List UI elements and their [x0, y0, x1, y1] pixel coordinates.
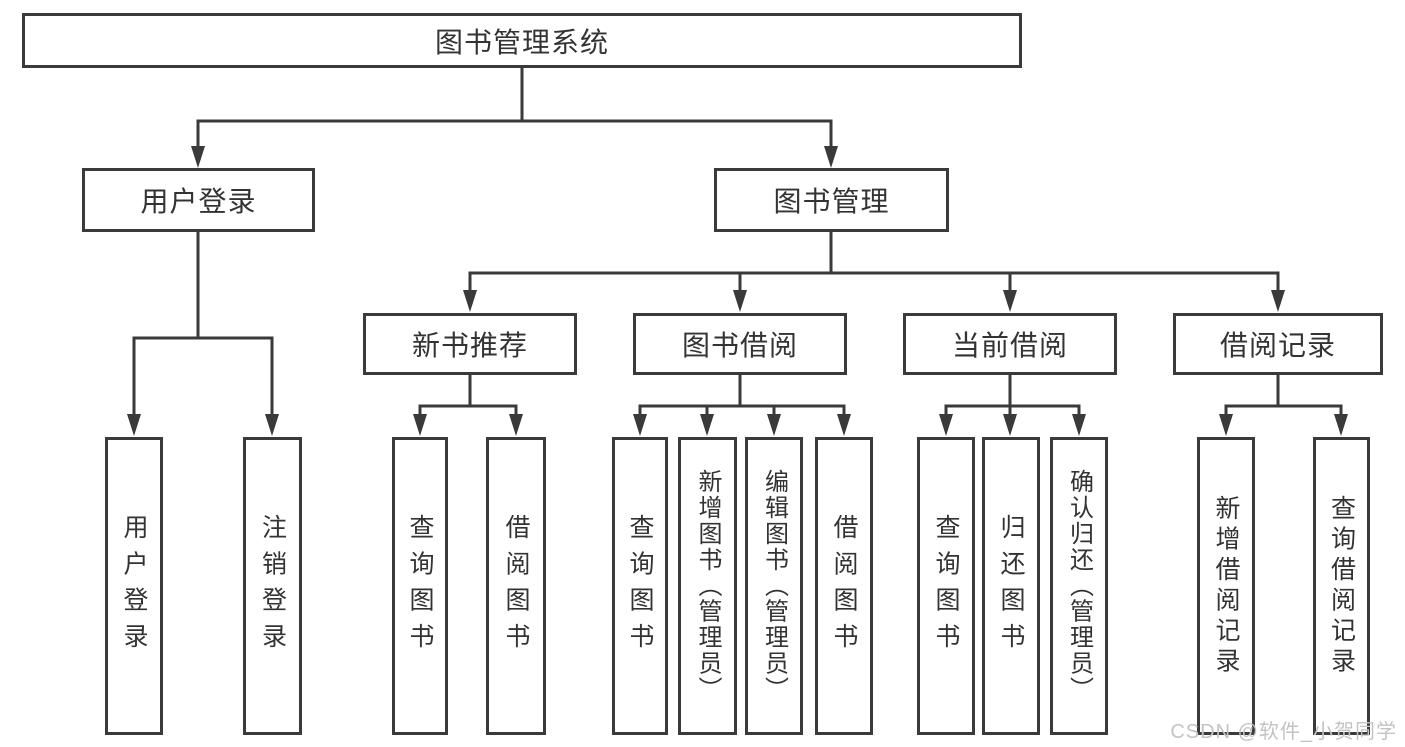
connector-new-book-branch [418, 375, 518, 414]
arrowhead [1003, 414, 1017, 436]
node-user-login: 用户登录 [82, 168, 315, 232]
leaf-query-book-recommend: 查询图书 [392, 437, 448, 735]
node-borrowing-records: 借阅记录 [1173, 313, 1383, 375]
arrowhead [824, 146, 838, 168]
arrowhead [633, 414, 647, 436]
leaf-borrow-book: 借阅图书 [815, 437, 873, 735]
leaf-query-borrow-record: 查询借阅记录 [1313, 437, 1370, 735]
connector-book-borrow-branch [638, 375, 846, 414]
leaf-borrow-book-recommend: 借阅图书 [486, 437, 546, 735]
arrowhead [1072, 414, 1086, 436]
connector-book-mgmt-branch [468, 232, 1280, 290]
connector-current-borrow-branch [944, 375, 1081, 414]
csdn-watermark: CSDN @软件_小贺同学 [1170, 721, 1397, 743]
arrowhead [1219, 414, 1233, 436]
leaf-add-borrow-record: 新增借阅记录 [1197, 437, 1255, 735]
leaf-return-book: 归还图书 [982, 437, 1040, 735]
arrowhead [837, 414, 851, 436]
leaf-logout: 注销登录 [243, 437, 302, 735]
leaf-confirm-return-admin: 确认归还（管理员） [1050, 437, 1108, 735]
node-new-book-recommend: 新书推荐 [363, 313, 577, 375]
connector-root-branch [196, 68, 833, 146]
arrowhead [509, 414, 523, 436]
node-book-management: 图书管理 [714, 168, 949, 232]
arrowhead [1003, 290, 1017, 312]
leaf-user-login: 用户登录 [105, 437, 163, 735]
arrowhead [265, 414, 279, 436]
arrowhead [733, 290, 747, 312]
connector-borrow-records-branch [1224, 375, 1343, 414]
arrowhead [413, 414, 427, 436]
leaf-query-book-current: 查询图书 [917, 437, 975, 735]
node-library-management-system: 图书管理系统 [22, 13, 1022, 68]
node-book-borrowing: 图书借阅 [633, 313, 847, 375]
arrowhead [939, 414, 953, 436]
arrowhead [127, 414, 141, 436]
arrowhead [1334, 414, 1348, 436]
arrowhead [767, 414, 781, 436]
arrowhead [1271, 290, 1285, 312]
node-current-borrowing: 当前借阅 [903, 313, 1117, 375]
leaf-edit-book-admin: 编辑图书（管理员） [745, 437, 803, 735]
arrowhead [700, 414, 714, 436]
arrowhead [191, 146, 205, 168]
connector-user-login-branch [132, 232, 274, 414]
arrowhead [463, 290, 477, 312]
leaf-query-book-borrowing: 查询图书 [612, 437, 668, 735]
leaf-add-book-admin: 新增图书（管理员） [678, 437, 737, 735]
